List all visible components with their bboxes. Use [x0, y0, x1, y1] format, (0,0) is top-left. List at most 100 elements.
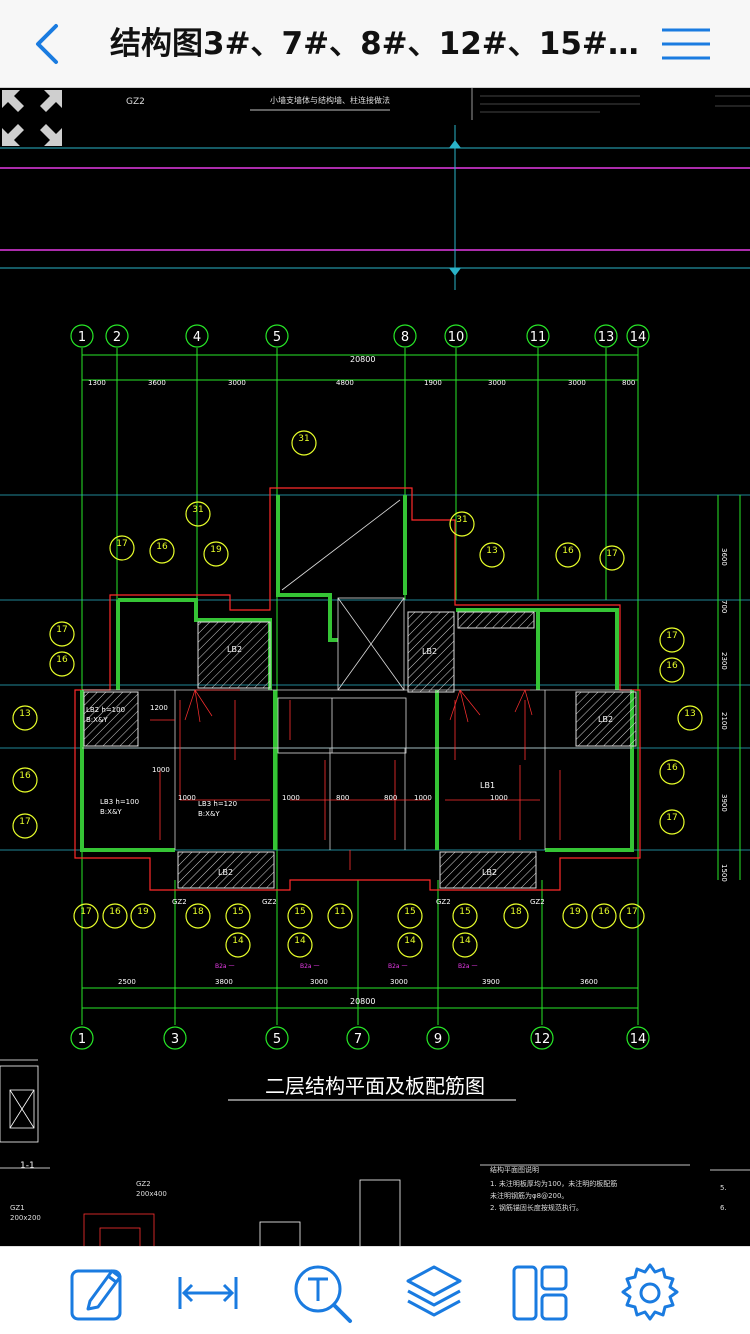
svg-text:15: 15 [232, 907, 243, 917]
svg-text:800: 800 [622, 379, 635, 387]
svg-text:16: 16 [562, 546, 574, 556]
axis-label: 2 [113, 330, 121, 345]
svg-text:17: 17 [666, 631, 677, 641]
axis-label: 9 [434, 1032, 442, 1047]
axis-bubble [265, 324, 289, 348]
axis-label: 5 [273, 1032, 281, 1047]
svg-text:700: 700 [720, 600, 728, 613]
svg-text:15: 15 [294, 907, 305, 917]
svg-text:2300: 2300 [720, 652, 728, 670]
svg-text:18: 18 [510, 907, 522, 917]
svg-text:B2a 一: B2a 一 [388, 963, 408, 970]
axis-bubble [526, 324, 550, 348]
svg-text:17: 17 [56, 625, 67, 635]
svg-text:19: 19 [569, 907, 581, 917]
svg-text:3000: 3000 [390, 978, 408, 986]
svg-text:3000: 3000 [488, 379, 506, 387]
svg-text:1000: 1000 [152, 766, 170, 774]
expand-fullscreen-icon[interactable] [0, 88, 64, 148]
plan-title: 二层结构平面及板配筋图 [265, 1074, 485, 1098]
svg-text:16: 16 [109, 907, 121, 917]
slab-label: LB2 [482, 868, 497, 877]
cad-drawing-canvas[interactable]: 小墙支墙体与结构墙、柱连接做法 GZ2 20800 [0, 88, 750, 1246]
back-icon[interactable] [28, 22, 68, 66]
text-search-icon[interactable] [290, 1261, 354, 1325]
svg-text:17: 17 [116, 539, 127, 549]
axis-bubble [185, 324, 209, 348]
slab-label: LB2 [422, 647, 437, 656]
svg-text:1300: 1300 [88, 379, 106, 387]
svg-text:3600: 3600 [148, 379, 166, 387]
document-title: 结构图3#、7#、8#、12#、15#... [110, 26, 640, 62]
axis-label: 13 [598, 330, 615, 345]
svg-text:1. 未注明板厚均为100，未注明的板配筋: 1. 未注明板厚均为100，未注明的板配筋 [490, 1179, 617, 1188]
axis-label: 1 [78, 330, 86, 345]
svg-text:16: 16 [19, 771, 31, 781]
axis-bubble [70, 1026, 94, 1050]
svg-text:200x400: 200x400 [136, 1190, 167, 1198]
axis-label: 3 [171, 1032, 179, 1047]
axis-bubble [444, 324, 468, 348]
svg-text:31: 31 [192, 505, 203, 515]
svg-text:3000: 3000 [228, 379, 246, 387]
svg-text:13: 13 [19, 709, 30, 719]
hamburger-menu-icon[interactable] [660, 24, 712, 64]
svg-text:1000: 1000 [414, 794, 432, 802]
svg-text:1000: 1000 [490, 794, 508, 802]
svg-text:GZ2: GZ2 [172, 898, 187, 906]
slab-label: LB2 [227, 645, 242, 654]
axis-bubble [163, 1026, 187, 1050]
slab-label: LB1 [480, 781, 495, 790]
axis-label: 1 [78, 1032, 86, 1047]
svg-text:1000: 1000 [178, 794, 196, 802]
svg-text:3900: 3900 [482, 978, 500, 986]
gear-icon[interactable] [618, 1261, 682, 1325]
bottom-overall-dim: 20800 [350, 997, 375, 1006]
layers-icon[interactable] [402, 1261, 466, 1325]
svg-text:1500: 1500 [720, 864, 728, 882]
svg-text:2500: 2500 [118, 978, 136, 986]
edit-icon[interactable] [66, 1261, 130, 1325]
svg-text:B2a 一: B2a 一 [300, 963, 320, 970]
svg-text:17: 17 [626, 907, 637, 917]
axis-bubble [346, 1026, 370, 1050]
svg-text:LB3 h=100: LB3 h=100 [100, 798, 139, 806]
svg-text:17: 17 [19, 817, 30, 827]
svg-text:1000: 1000 [282, 794, 300, 802]
svg-text:B:X&Y: B:X&Y [86, 716, 108, 724]
svg-text:17: 17 [666, 813, 677, 823]
svg-text:17: 17 [606, 549, 617, 559]
svg-text:18: 18 [192, 907, 204, 917]
axis-bubble [105, 324, 129, 348]
svg-text:1900: 1900 [424, 379, 442, 387]
svg-text:5.: 5. [720, 1184, 727, 1192]
svg-text:16: 16 [666, 661, 678, 671]
svg-text:GZ2: GZ2 [262, 898, 277, 906]
svg-text:4800: 4800 [336, 379, 354, 387]
svg-text:17: 17 [80, 907, 91, 917]
svg-text:B2a 一: B2a 一 [215, 963, 235, 970]
svg-text:3900: 3900 [720, 794, 728, 812]
top-overall-dim: 20800 [350, 355, 375, 364]
axis-bubble [626, 1026, 650, 1050]
svg-text:14: 14 [232, 936, 244, 946]
cad-plan-svg: 小墙支墙体与结构墙、柱连接做法 GZ2 20800 [0, 88, 750, 1246]
svg-text:LB3 h=120: LB3 h=120 [198, 800, 237, 808]
svg-text:14: 14 [404, 936, 416, 946]
slab-label: LB2 [598, 715, 613, 724]
svg-text:2. 钢筋锚固长度按规范执行。: 2. 钢筋锚固长度按规范执行。 [490, 1203, 583, 1212]
layout-icon[interactable] [508, 1261, 572, 1325]
axis-label: 11 [530, 330, 547, 345]
svg-text:3600: 3600 [580, 978, 598, 986]
axis-label: 4 [193, 330, 201, 345]
axis-bubble [70, 324, 94, 348]
svg-text:结构平面图说明: 结构平面图说明 [490, 1165, 539, 1174]
svg-text:LB2 h=100: LB2 h=100 [86, 706, 125, 714]
svg-text:GZ2: GZ2 [530, 898, 545, 906]
svg-text:B2a 一: B2a 一 [458, 963, 478, 970]
measure-icon[interactable] [176, 1261, 240, 1325]
svg-text:13: 13 [684, 709, 695, 719]
svg-text:6.: 6. [720, 1204, 727, 1212]
svg-text:16: 16 [666, 763, 678, 773]
